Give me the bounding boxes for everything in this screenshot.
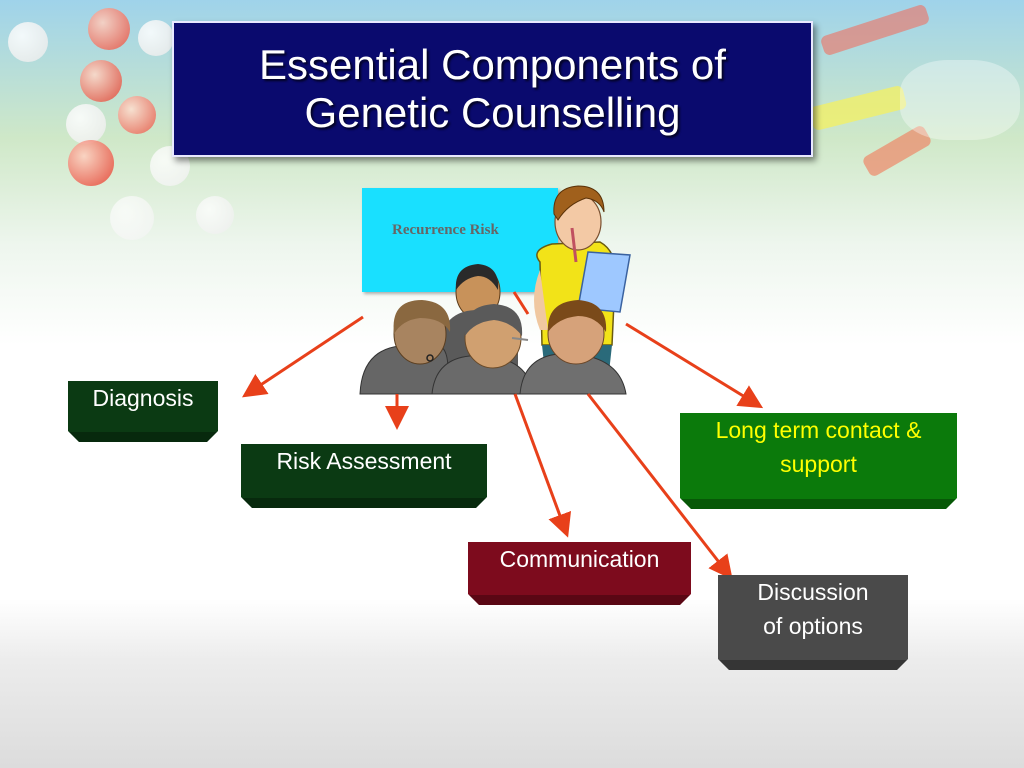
component-label: Communication — [500, 542, 660, 576]
title-line-1: Essential Components of — [259, 41, 726, 88]
component-label: Long term contact & support — [716, 413, 922, 481]
molecule-decoration — [138, 20, 174, 56]
component-label: Diagnosis — [93, 381, 194, 415]
molecule-decoration — [110, 196, 154, 240]
board-text: Recurrence Risk — [392, 222, 499, 238]
arrow-to-communication — [513, 393, 572, 538]
component-communication: Communication — [468, 542, 691, 605]
molecule-decoration — [68, 140, 114, 186]
title-box: Essential Components of Genetic Counsell… — [172, 21, 813, 157]
audience-figures — [359, 264, 627, 395]
component-label-line: Diagnosis — [92, 385, 194, 411]
component-label-line: Risk Assessment — [276, 448, 452, 474]
component-discussion-of-options: Discussion of options — [718, 575, 908, 670]
component-label: Discussion of options — [757, 575, 868, 643]
molecule-decoration — [80, 60, 122, 102]
molecule-decoration — [88, 8, 130, 50]
molecule-decoration — [196, 196, 234, 234]
component-long-term-contact: Long term contact & support — [680, 413, 957, 509]
component-label-line: of options — [763, 613, 863, 639]
component-label-line: Long term contact & — [715, 417, 922, 443]
molecule-decoration — [8, 22, 48, 62]
component-label: Risk Assessment — [276, 444, 451, 478]
component-risk-assessment: Risk Assessment — [241, 444, 487, 508]
arrow-board-link — [512, 291, 530, 315]
component-label-line: Discussion — [757, 579, 869, 605]
molecule-decoration — [66, 104, 106, 144]
molecule-decoration — [118, 96, 156, 134]
component-label-line: Communication — [499, 546, 660, 572]
arrow-to-long-term-contact — [625, 322, 764, 409]
dna-decoration — [900, 60, 1020, 140]
component-label-line: support — [780, 451, 857, 477]
title-line-2: Genetic Counselling — [304, 89, 681, 136]
arrow-to-diagnosis — [242, 315, 364, 398]
arrow-to-discussion-of-options — [586, 393, 733, 580]
component-diagnosis: Diagnosis — [68, 381, 218, 442]
